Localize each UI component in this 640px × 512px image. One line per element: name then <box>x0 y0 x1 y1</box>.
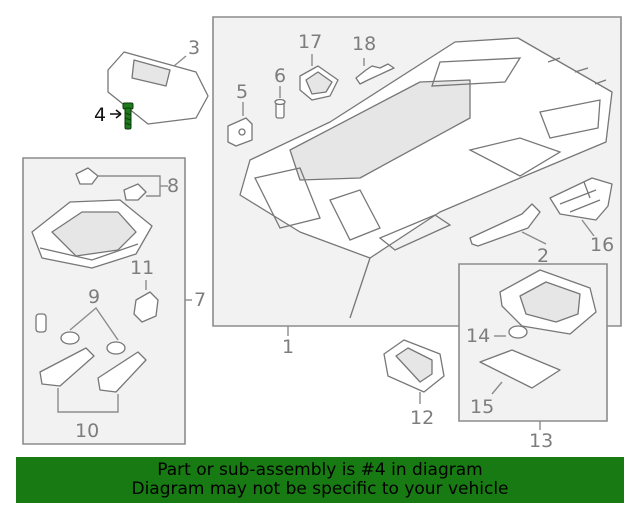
lens-15-part <box>479 349 561 389</box>
callout-3: 3 <box>188 37 200 59</box>
callout-5: 5 <box>236 81 248 103</box>
screw-part-highlighted <box>122 102 134 130</box>
callout-13: 13 <box>529 430 553 452</box>
callout-17: 17 <box>298 31 322 53</box>
harness-clip-part <box>355 63 395 85</box>
callout-7: 7 <box>194 289 206 311</box>
banner-line-2: Diagram may not be specific to your vehi… <box>131 479 509 499</box>
callout-8: 8 <box>167 175 179 197</box>
clip-8-part <box>75 167 147 201</box>
callout-4: 4 <box>94 104 106 126</box>
bracket-part <box>227 117 253 147</box>
switch-part <box>133 291 159 323</box>
clip-part <box>274 98 286 119</box>
dome-lamp-housing-part <box>499 269 597 335</box>
headliner-part <box>239 37 613 319</box>
callout-6: 6 <box>274 65 286 87</box>
lens-10-part <box>39 347 147 393</box>
bracket-16-part <box>549 177 613 221</box>
callout-16: 16 <box>590 234 614 256</box>
callout-10: 10 <box>75 420 99 442</box>
banner-line-1: Part or sub-assembly is #4 in diagram <box>157 460 483 480</box>
callout-12: 12 <box>410 407 434 429</box>
sun-visor-part <box>107 51 209 125</box>
callout-2: 2 <box>537 245 549 267</box>
bulb-14-part <box>508 325 528 339</box>
callout-18: 18 <box>352 33 376 55</box>
cover-part <box>299 65 339 101</box>
callout-1: 1 <box>282 336 294 358</box>
console-housing-part <box>31 199 153 269</box>
callout-11: 11 <box>130 257 154 279</box>
bulb-9-part <box>35 313 126 355</box>
assist-grip-part <box>469 203 541 247</box>
lamp-12-part <box>383 339 445 393</box>
info-banner: Part or sub-assembly is #4 in diagram Di… <box>16 457 624 503</box>
callout-9: 9 <box>88 286 100 308</box>
callout-15: 15 <box>470 396 494 418</box>
callout-14: 14 <box>466 325 490 347</box>
